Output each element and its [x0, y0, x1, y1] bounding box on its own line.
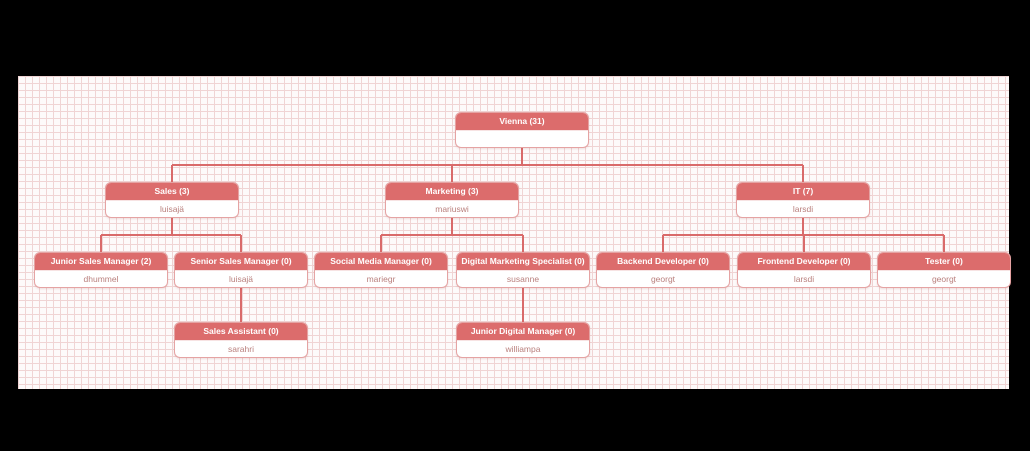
org-node-title: IT (7) — [737, 183, 869, 201]
org-node-title: Junior Sales Manager (2) — [35, 253, 167, 271]
org-node-title: Marketing (3) — [386, 183, 518, 201]
org-node-manager: georgt — [650, 274, 676, 284]
org-node-title: Tester (0) — [878, 253, 1010, 271]
org-node-title: Digital Marketing Specialist (0) — [457, 253, 589, 271]
org-node-senior-sales-manager[interactable]: Senior Sales Manager (0) luisajä — [174, 252, 308, 288]
org-node-digital-marketing-specialist[interactable]: Digital Marketing Specialist (0) susanne — [456, 252, 590, 288]
org-node-sales-assistant[interactable]: Sales Assistant (0) sarahri — [174, 322, 308, 358]
org-node-backend-developer[interactable]: Backend Developer (0) georgt — [596, 252, 730, 288]
org-node-manager: larsdi — [793, 274, 815, 284]
org-node-frontend-developer[interactable]: Frontend Developer (0) larsdi — [737, 252, 871, 288]
org-node-manager: luisajä — [228, 274, 254, 284]
org-node-title: Frontend Developer (0) — [738, 253, 870, 271]
org-node-title: Social Media Manager (0) — [315, 253, 447, 271]
org-node-manager: williampa — [505, 344, 541, 354]
org-node-title: Sales Assistant (0) — [175, 323, 307, 341]
org-node-manager: susanne — [506, 274, 540, 284]
org-node-title: Junior Digital Manager (0) — [457, 323, 589, 341]
org-node-tester[interactable]: Tester (0) georgt — [877, 252, 1011, 288]
org-node-title: Backend Developer (0) — [597, 253, 729, 271]
org-node-it[interactable]: IT (7) larsdi — [736, 182, 870, 218]
org-node-manager: mariegr — [366, 274, 396, 284]
org-node-manager: larsdi — [792, 204, 814, 214]
org-node-manager: luisajä — [159, 204, 185, 214]
org-node-manager: sarahri — [228, 344, 254, 354]
org-node-social-media-manager[interactable]: Social Media Manager (0) mariegr — [314, 252, 448, 288]
org-node-title: Sales (3) — [106, 183, 238, 201]
org-node-junior-digital-manager[interactable]: Junior Digital Manager (0) williampa — [456, 322, 590, 358]
org-node-title: Senior Sales Manager (0) — [175, 253, 307, 271]
org-node-title: Vienna (31) — [456, 113, 588, 131]
org-node-junior-sales-manager[interactable]: Junior Sales Manager (2) dhummel — [34, 252, 168, 288]
org-node-marketing[interactable]: Marketing (3) mariuswi — [385, 182, 519, 218]
org-node-manager: dhummel — [83, 274, 119, 284]
org-node-sales[interactable]: Sales (3) luisajä — [105, 182, 239, 218]
org-node-manager: georgt — [931, 274, 957, 284]
org-node-vienna[interactable]: Vienna (31) — [455, 112, 589, 148]
connector-path — [100, 148, 945, 322]
org-chart-canvas[interactable]: Vienna (31) Sales (3) luisajä Marketing … — [18, 76, 1011, 389]
org-node-manager — [456, 131, 588, 147]
org-node-manager: mariuswi — [435, 204, 469, 214]
